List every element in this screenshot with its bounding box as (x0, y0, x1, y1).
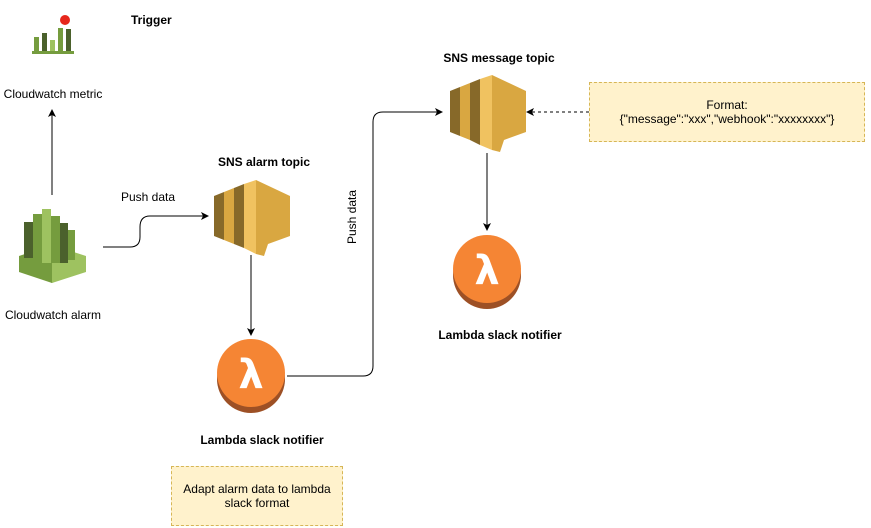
sns-topic-icon-alarm (214, 180, 290, 256)
adapt-format-note: Adapt alarm data to lambda slack format (171, 466, 343, 526)
cloudwatch-metric-icon (32, 15, 74, 54)
format-note-line-1: Format: (706, 98, 748, 112)
cloudwatch-alarm-icon (19, 209, 86, 283)
adapt-note-line-2: slack format (224, 496, 290, 510)
cloudwatch-metric-label: Cloudwatch metric (3, 87, 103, 101)
push-data-label-vertical: Push data (345, 189, 359, 245)
adapt-note-line-1: Adapt alarm data to lambda (183, 482, 331, 496)
lambda-icon-alarm: λ (217, 339, 285, 413)
sns-topic-icon-message (450, 75, 526, 152)
push-data-label-horizontal: Push data (121, 190, 176, 204)
svg-text:λ: λ (474, 248, 499, 294)
sns-message-topic-label: SNS message topic (443, 51, 555, 65)
svg-text:λ: λ (238, 352, 263, 398)
lambda-icon-message: λ (453, 235, 521, 309)
format-note-line-2: {"message":"xxx","webhook":"xxxxxxxx"} (619, 112, 835, 126)
edge-lambda-to-sns-message-topic (287, 108, 443, 377)
lambda-alarm-label: Lambda slack notifier (200, 433, 324, 447)
sns-alarm-topic-label: SNS alarm topic (217, 155, 311, 169)
trigger-label: Trigger (131, 13, 172, 27)
edge-alarm-to-sns-alarm-topic (103, 212, 209, 248)
message-format-note: Format: {"message":"xxx","webhook":"xxxx… (589, 82, 865, 142)
cloudwatch-alarm-label: Cloudwatch alarm (4, 308, 102, 322)
lambda-message-label: Lambda slack notifier (438, 328, 562, 342)
